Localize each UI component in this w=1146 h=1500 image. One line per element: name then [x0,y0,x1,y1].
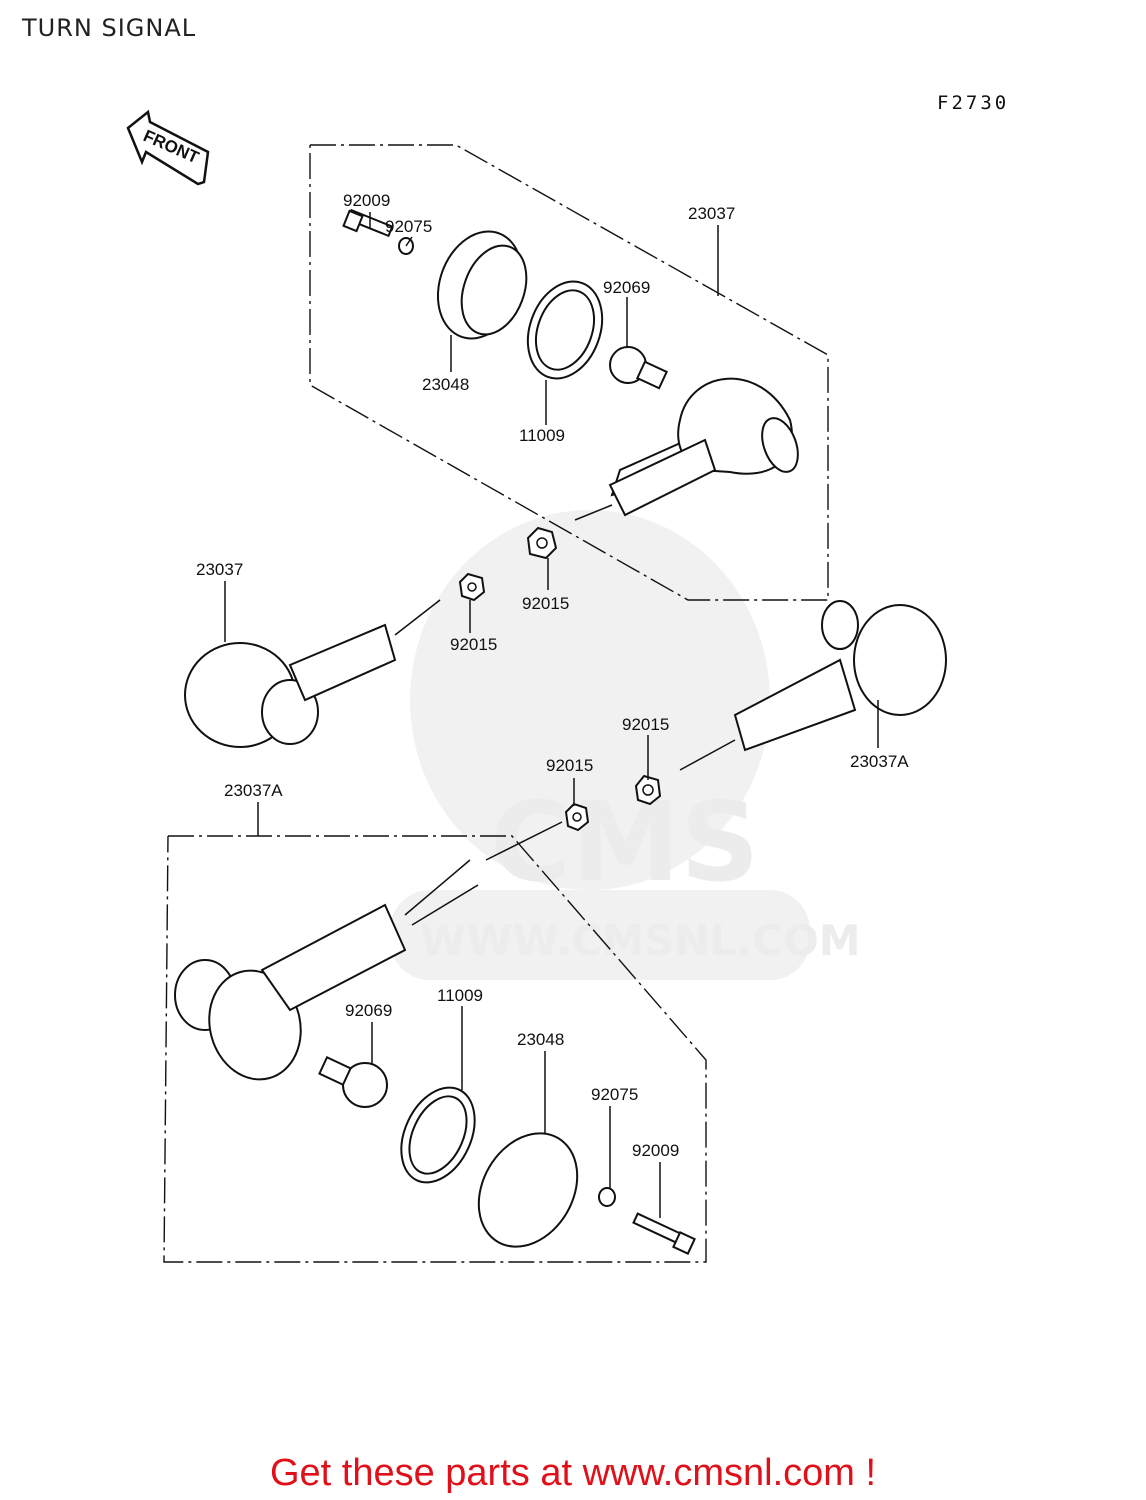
figure-code: F2730 [937,92,1010,114]
bottom-washer-part [598,1187,616,1207]
label-top-washer: 92075 [385,217,432,236]
label-right-nut: 92015 [622,715,669,734]
label-top-lens: 23048 [422,375,469,394]
watermark-text: WWW.CMSNL.COM [420,916,861,965]
right-flasher-part [679,600,947,771]
bottom-nut-part [564,802,590,832]
label-left-nut: 92015 [450,635,497,654]
label-left-flasher: 23037 [196,560,243,579]
bottom-flasher-part [174,859,479,1081]
label-bottom-bulb: 92069 [345,1001,392,1020]
left-nut-part [458,572,486,602]
footer-link[interactable]: Get these parts at www.cmsnl.com ! [269,1452,877,1494]
label-top-flasher: 23037 [688,204,735,223]
label-top-bulb: 92069 [603,278,650,297]
label-top-screw: 92009 [343,191,390,210]
parts-diagram: CMS WWW.CMSNL.COM FRONT [126,109,947,1263]
right-nut-part [634,774,662,806]
bottom-assembly-outline [163,835,707,1263]
top-gasket-part [526,280,604,380]
bottom-lens-part [477,1132,579,1248]
bottom-screw-part [632,1212,696,1255]
front-arrow-icon: FRONT [126,109,210,186]
top-flasher-part [574,377,799,521]
top-bulb-part [609,346,669,390]
label-bottom-nut: 92015 [546,756,593,775]
page-title: TURN SIGNAL [22,14,197,42]
bottom-gasket-part [400,1086,476,1184]
label-bottom-washer: 92075 [591,1085,638,1104]
label-bottom-lens: 23048 [517,1030,564,1049]
left-flasher-part [184,599,441,748]
label-top-nut: 92015 [522,594,569,613]
label-bottom-flasher: 23037A [224,781,283,800]
top-lens-part [436,230,528,340]
leader-lines [224,212,879,1218]
label-bottom-screw: 92009 [632,1141,679,1160]
watermark-logo: CMS WWW.CMSNL.COM [390,510,861,980]
label-top-gasket: 11009 [519,426,565,445]
label-bottom-gasket: 11009 [437,986,483,1005]
watermark-logo-text: CMS [490,778,759,906]
label-right-flasher: 23037A [850,752,909,771]
top-nut-part [526,526,558,560]
part-labels: 23037 92009 92075 92069 23048 11009 9201… [196,191,909,1160]
bottom-bulb-part [318,1056,388,1108]
